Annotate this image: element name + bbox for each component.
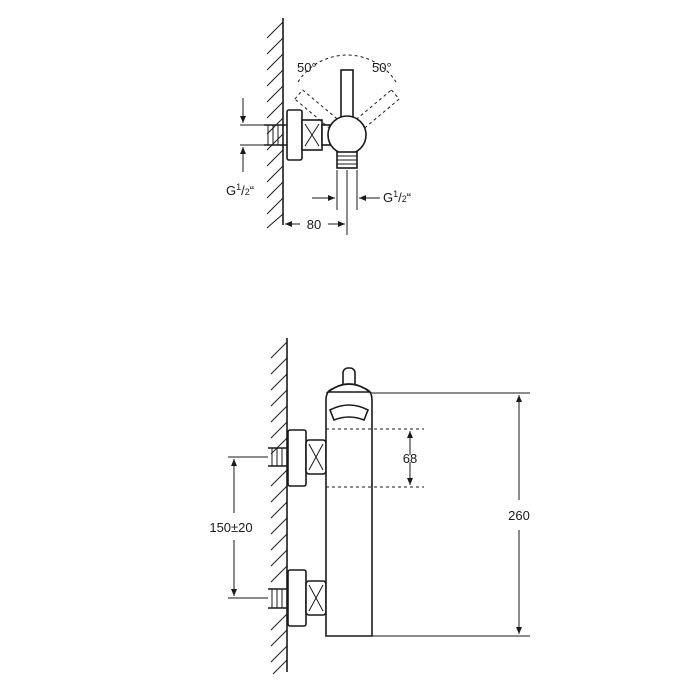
top-handle [340,69,354,123]
front-wall [270,338,288,675]
top-inlet-pipe [264,124,287,146]
upper-inlet [268,429,327,487]
front-view: 68 260 150±20 [209,338,530,675]
top-outlet [336,151,358,169]
inlet-spacing-dimension [228,456,268,599]
handle-height-label: 68 [403,451,417,466]
outlet-thread-label: G1/2“ [383,189,411,205]
handle-height-dimension [326,428,424,488]
front-handle [325,367,373,393]
top-view: G1/2“ G1/2“ 80 50° 50° [226,18,411,235]
total-height-dimension [372,392,530,637]
top-mixer-body [327,115,367,155]
lower-inlet [268,569,327,627]
top-connector-nut [301,119,331,151]
angle-left-label: 50° [297,60,317,75]
inlet-thread-label: G1/2“ [226,182,254,198]
top-wall-flange [286,109,303,161]
inlet-thread-dimension [240,98,264,172]
wall-distance-label: 80 [307,217,321,232]
mixer-body [325,387,373,637]
outlet-thread-dimension [312,170,380,210]
inlet-spacing-label: 150±20 [209,520,252,535]
total-height-label: 260 [508,508,530,523]
top-wall [266,18,284,229]
angle-right-label: 50° [372,60,392,75]
